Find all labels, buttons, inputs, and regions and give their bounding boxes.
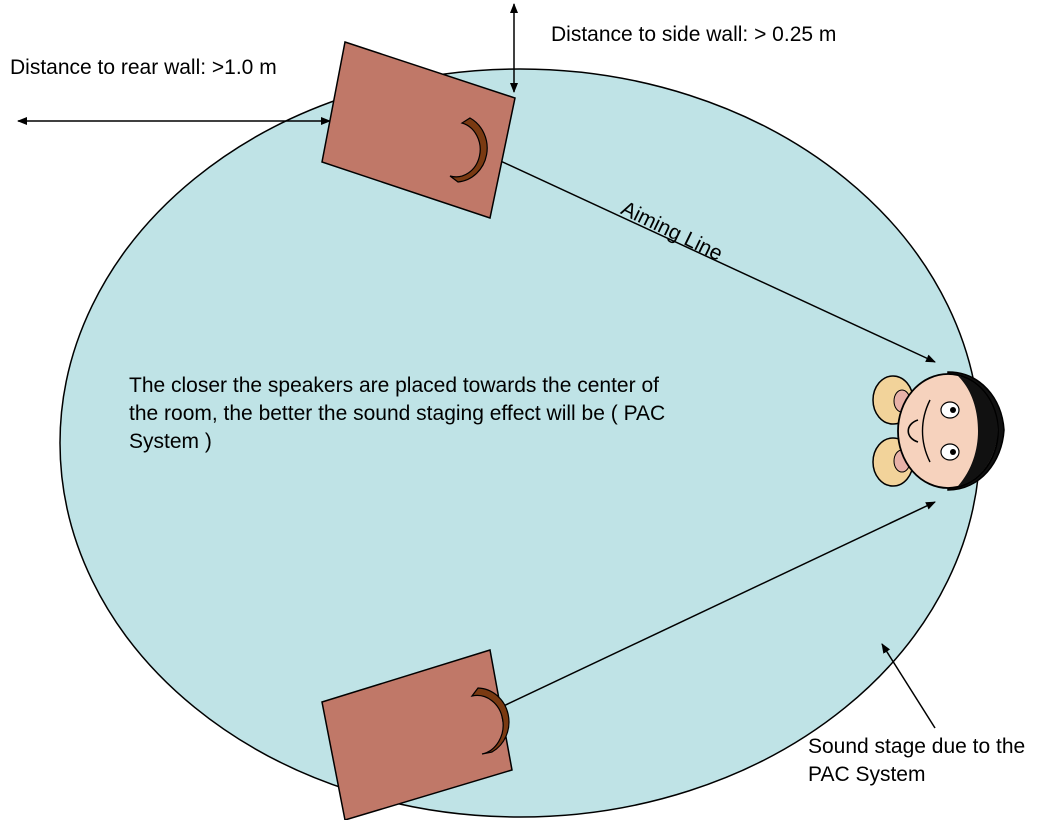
speaker-driver-icon — [470, 687, 510, 755]
sound-stage-pointer-arrow — [881, 643, 936, 729]
speaker-bottom — [321, 649, 513, 820]
listener-head-icon — [872, 371, 1005, 491]
sound-stage-label: Sound stage due to the PAC System — [808, 735, 1026, 786]
aiming-line-top — [493, 157, 936, 363]
speaker-driver-icon — [449, 117, 488, 183]
speaker-top — [321, 41, 516, 219]
rear-wall-distance-label: Distance to rear wall: >1.0 m — [10, 56, 277, 79]
speaker-box-icon — [321, 649, 513, 820]
aiming-line-bottom — [494, 501, 936, 711]
placement-note: The closer the speakers are placed towar… — [129, 374, 666, 453]
side-wall-distance-label: Distance to side wall: > 0.25 m — [551, 23, 837, 46]
